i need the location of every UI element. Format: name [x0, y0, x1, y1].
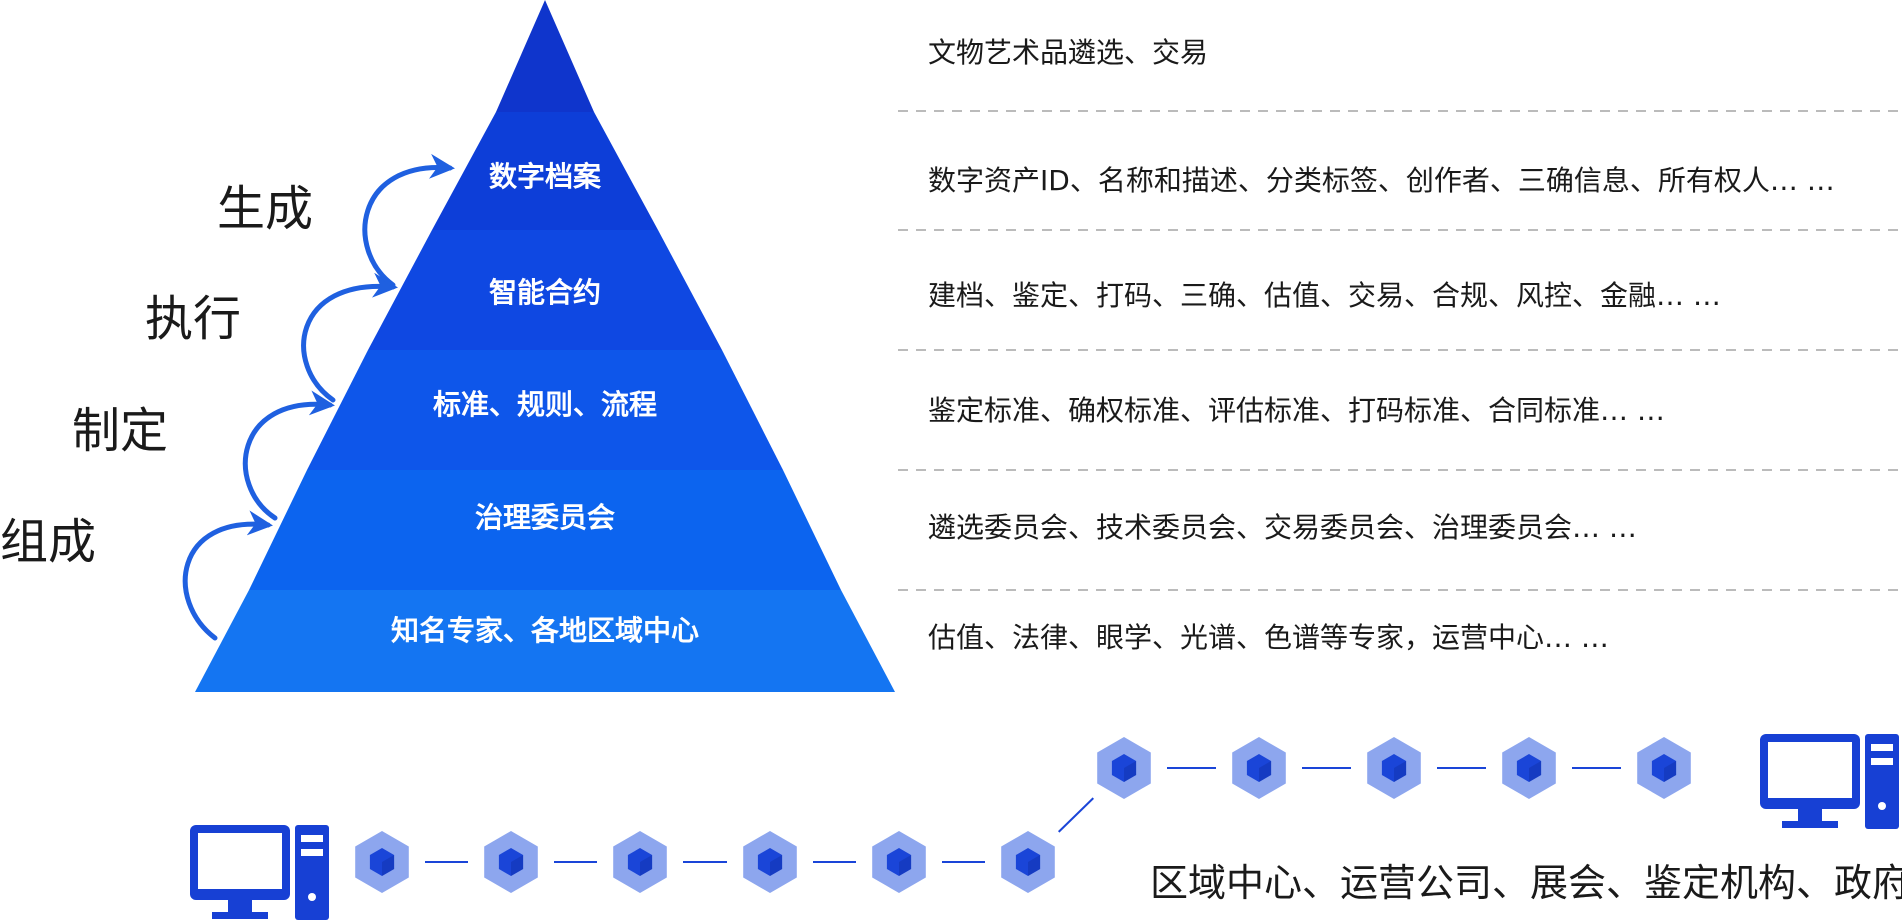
layer-label-digital-archive: 数字档案 [489, 160, 602, 193]
hexagon-node-icon [1367, 737, 1421, 799]
arrow-formulate [242, 390, 335, 521]
side-label-compose: 组成 [0, 514, 96, 570]
pyramid: 数字档案 智能合约 标准、规则、流程 治理委员会 知名专家、各地区域中心 [195, 0, 895, 692]
description-governance: 遴选委员会、技术委员会、交易委员会、治理委员会… … [928, 511, 1637, 544]
hexagon-node-icon [1097, 737, 1151, 799]
pyramid-layer-experts [195, 590, 895, 692]
pyramid-layer-digital-archive [432, 112, 658, 230]
side-label-formulate: 制定 [72, 403, 168, 459]
hexagon-node-icon [872, 831, 926, 893]
hexagon-node-icon [743, 831, 797, 893]
side-label-generate: 生成 [217, 181, 313, 237]
hexagon-node-icon [484, 831, 538, 893]
chain-link [1058, 797, 1094, 833]
layer-label-experts: 知名专家、各地区域中心 [391, 614, 699, 647]
separators [898, 110, 1902, 591]
layer-label-standards: 标准、规则、流程 [433, 388, 657, 421]
computer-icon [190, 825, 329, 920]
pyramid-layer-standards [307, 350, 783, 470]
description-selection: 文物艺术品遴选、交易 [928, 36, 1208, 69]
side-label-execute: 执行 [145, 291, 241, 347]
arrow-compose [182, 510, 273, 641]
computer-icon [1760, 734, 1899, 829]
hexagon-node-icon [1232, 737, 1286, 799]
pyramid-layer-governance [249, 470, 841, 590]
hexagon-node-icon [1637, 737, 1691, 799]
pyramid-layer-smart-contract [368, 230, 722, 350]
arrow-generate [362, 153, 455, 288]
layer-label-smart-contract: 智能合约 [489, 276, 601, 309]
network-links [425, 767, 1621, 863]
hexagon-node-icon [613, 831, 667, 893]
description-smart-contract: 建档、鉴定、打码、三确、估值、交易、合规、风控、金融… … [928, 279, 1721, 312]
hexagon-node-icon [355, 831, 409, 893]
hexagon-node-icon [1001, 831, 1055, 893]
hexagon-node-icon [1502, 737, 1556, 799]
network-caption: 区域中心、运营公司、展会、鉴定机构、政府 [1150, 861, 1902, 905]
description-experts: 估值、法律、眼学、光谱、色谱等专家，运营中心… … [928, 621, 1609, 654]
pyramid-layer-apex [496, 0, 594, 112]
step-arrows [182, 153, 455, 641]
description-digital-archive: 数字资产ID、名称和描述、分类标签、创作者、三确信息、所有权人… … [928, 164, 1835, 197]
description-standards: 鉴定标准、确权标准、评估标准、打码标准、合同标准… … [928, 394, 1665, 427]
network-nodes [355, 737, 1691, 893]
layer-label-governance: 治理委员会 [475, 501, 615, 534]
arrow-execute [301, 272, 398, 403]
